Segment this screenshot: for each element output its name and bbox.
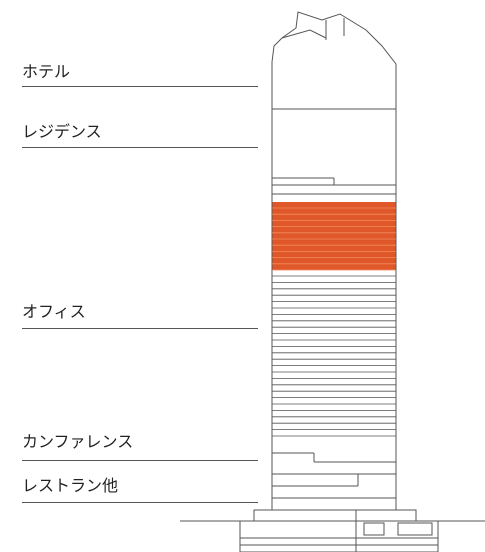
tower-outline <box>271 11 397 510</box>
zone-label-conference: カンファレンス <box>22 432 134 451</box>
podium-top <box>253 509 417 522</box>
zone-divider-restaurant <box>22 502 258 503</box>
zone-divider-conference <box>22 460 258 461</box>
zone-divider-hotel <box>22 86 258 87</box>
highlighted-floors <box>272 202 396 270</box>
zone-divider-residence <box>22 147 258 148</box>
zone-divider-office <box>22 328 258 329</box>
zone-label-hotel: ホテル <box>22 62 71 81</box>
podium-opening <box>397 522 433 536</box>
zone-label-office: オフィス <box>22 302 86 321</box>
crown-detail <box>281 29 327 39</box>
zone-label-residence: レジデンス <box>22 122 102 141</box>
zone-label-restaurant: レストラン他 <box>22 476 119 495</box>
podium-opening <box>363 522 385 536</box>
podium-base <box>239 520 439 552</box>
